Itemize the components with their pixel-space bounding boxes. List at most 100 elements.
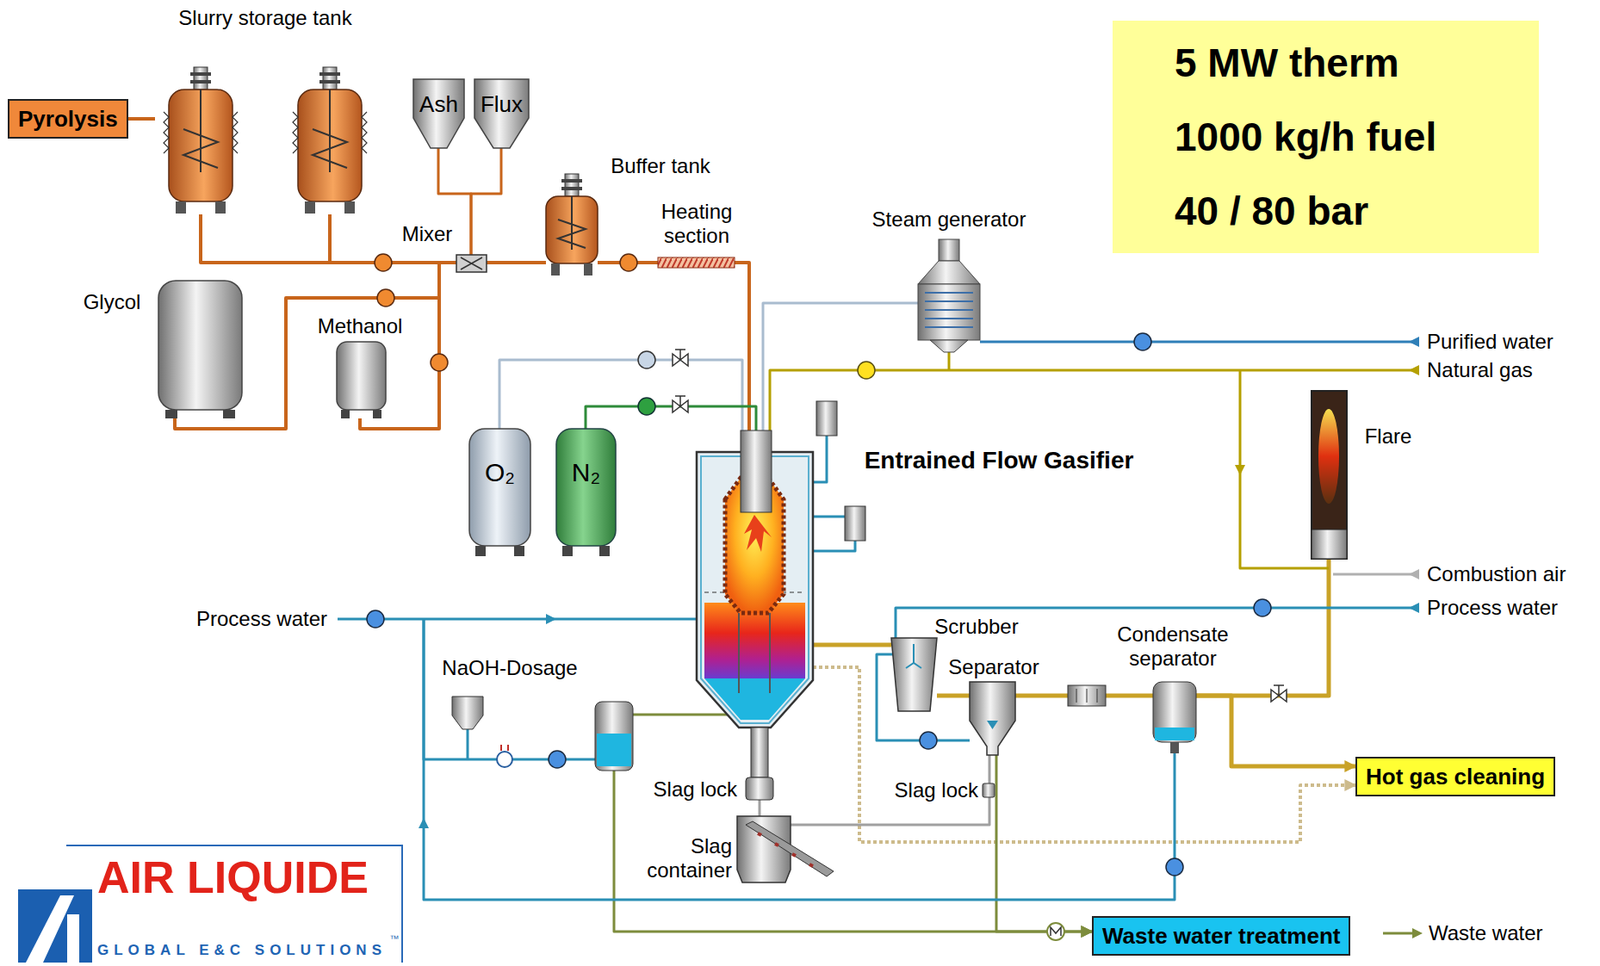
gasifier-vessel	[704, 678, 806, 720]
gas-tank	[469, 428, 616, 557]
pump-symbol	[377, 289, 395, 307]
glycol-tank	[158, 280, 242, 410]
pipe	[812, 435, 827, 483]
pipe-connector	[200, 214, 457, 263]
gasifier: Entrained Flow Gasifier	[696, 452, 813, 735]
spec-panel: 5 MW therm1000 kg/h fuel40 / 80 bar	[1112, 20, 1539, 254]
pipe-connector	[471, 148, 502, 255]
additive-hopper	[413, 79, 465, 149]
node-text: Waste water treatment	[1102, 922, 1340, 950]
additive-hopper	[474, 79, 529, 149]
pipe-connector	[812, 667, 1356, 843]
condensate-separator	[1153, 682, 1197, 743]
equipment-label: Buffer tank	[610, 154, 711, 179]
steam-generator: Steam generator	[917, 239, 980, 353]
pump-symbol	[374, 254, 392, 272]
free-label: Natural gas	[1426, 358, 1533, 383]
steam-generator	[917, 260, 980, 285]
free-label: ™	[390, 933, 400, 944]
flow-arrowhead	[1408, 569, 1420, 580]
flow-arrowhead	[418, 336, 1423, 939]
cooling-valve	[816, 401, 866, 541]
gas-tank	[514, 545, 525, 557]
flow-arrowhead	[1412, 928, 1423, 939]
glycol-tank	[158, 280, 242, 419]
slag-container: Slag container	[737, 816, 791, 883]
equipment-label: Entrained Flow Gasifier	[864, 446, 1135, 475]
cooling-valve	[844, 506, 866, 541]
slag-container	[757, 833, 813, 867]
pump-symbol	[430, 353, 448, 372]
node-text: Ash	[419, 91, 459, 118]
buffer-tank	[545, 173, 598, 276]
slurry-tank	[344, 201, 355, 214]
pump-symbol	[1165, 858, 1184, 876]
heating-section	[657, 257, 735, 268]
company-logo-symbol	[18, 889, 93, 963]
gasifier-vessel	[740, 430, 772, 513]
control-valve	[672, 396, 689, 413]
slurry-tank	[304, 201, 316, 214]
pipe	[337, 618, 697, 621]
free-label: Slag lock	[653, 777, 738, 802]
condensate-separator	[1154, 727, 1195, 741]
equipment-label: Methanol	[317, 314, 404, 339]
pipe-connector	[936, 694, 970, 699]
pump-symbol	[366, 610, 385, 628]
heat-exchanger	[496, 751, 513, 768]
pipe-connector	[996, 755, 1092, 932]
pump-symbol	[1047, 923, 1065, 941]
quench-vessel	[595, 701, 633, 771]
flare-stack	[1311, 390, 1347, 559]
pipe	[466, 729, 470, 760]
pump-symbol	[620, 254, 638, 272]
flow-arrowhead	[418, 818, 429, 829]
equipment-label: Slag container	[632, 834, 732, 883]
slurry-tank	[163, 111, 367, 154]
oxygen-tank: O₂	[469, 428, 531, 557]
scrubber	[905, 644, 922, 669]
naoh-hopper	[452, 696, 484, 730]
scrubber: Scrubber	[891, 638, 937, 712]
slag-container	[737, 816, 791, 883]
slurry-tank	[215, 201, 226, 214]
free-label: Process water	[1426, 595, 1558, 621]
node-text: Hot gas cleaning	[1365, 762, 1545, 791]
control-valve	[672, 349, 1287, 702]
pump-symbol	[1050, 927, 1061, 937]
buffer-tank: Buffer tank	[545, 183, 598, 276]
slurry-tank	[319, 67, 341, 90]
slurry-tank	[175, 201, 187, 214]
gasifier-vessel	[738, 613, 770, 694]
free-label: Heating section	[653, 199, 740, 249]
additive-hopper	[413, 79, 529, 149]
gas-tank	[556, 428, 616, 546]
mixer: Mixer	[456, 254, 487, 273]
node-text: Flux	[480, 91, 523, 118]
free-label: Purified water	[1426, 329, 1554, 354]
flare-stack	[1318, 409, 1340, 504]
pipe	[328, 214, 332, 263]
steam-generator	[917, 239, 980, 353]
condensate-separator	[1170, 742, 1179, 754]
steam-generator	[924, 292, 974, 328]
pipe-connector	[790, 755, 990, 825]
treatment-box: Waste water treatment	[1091, 916, 1351, 956]
separator: Separator	[969, 682, 1016, 756]
mixer-symbol	[460, 257, 483, 270]
company-logo-symbol	[18, 889, 93, 963]
pipe	[979, 341, 1413, 344]
glycol-tank	[223, 409, 236, 419]
steam-generator	[917, 284, 980, 341]
gas-tank	[475, 545, 486, 557]
scrubber	[891, 638, 937, 712]
company-logo: AIR LIQUIDEGLOBAL E&C SOLUTIONS	[66, 844, 404, 963]
node-text: Pyrolysis	[18, 105, 118, 133]
node-text: O₂	[484, 458, 515, 488]
free-label: Combustion air	[1426, 562, 1566, 587]
naoh-hopper	[452, 696, 484, 730]
methanol-tank: Methanol	[336, 341, 386, 419]
equipment-label: Separator	[948, 655, 1039, 680]
gasifier-vessel	[696, 430, 813, 778]
